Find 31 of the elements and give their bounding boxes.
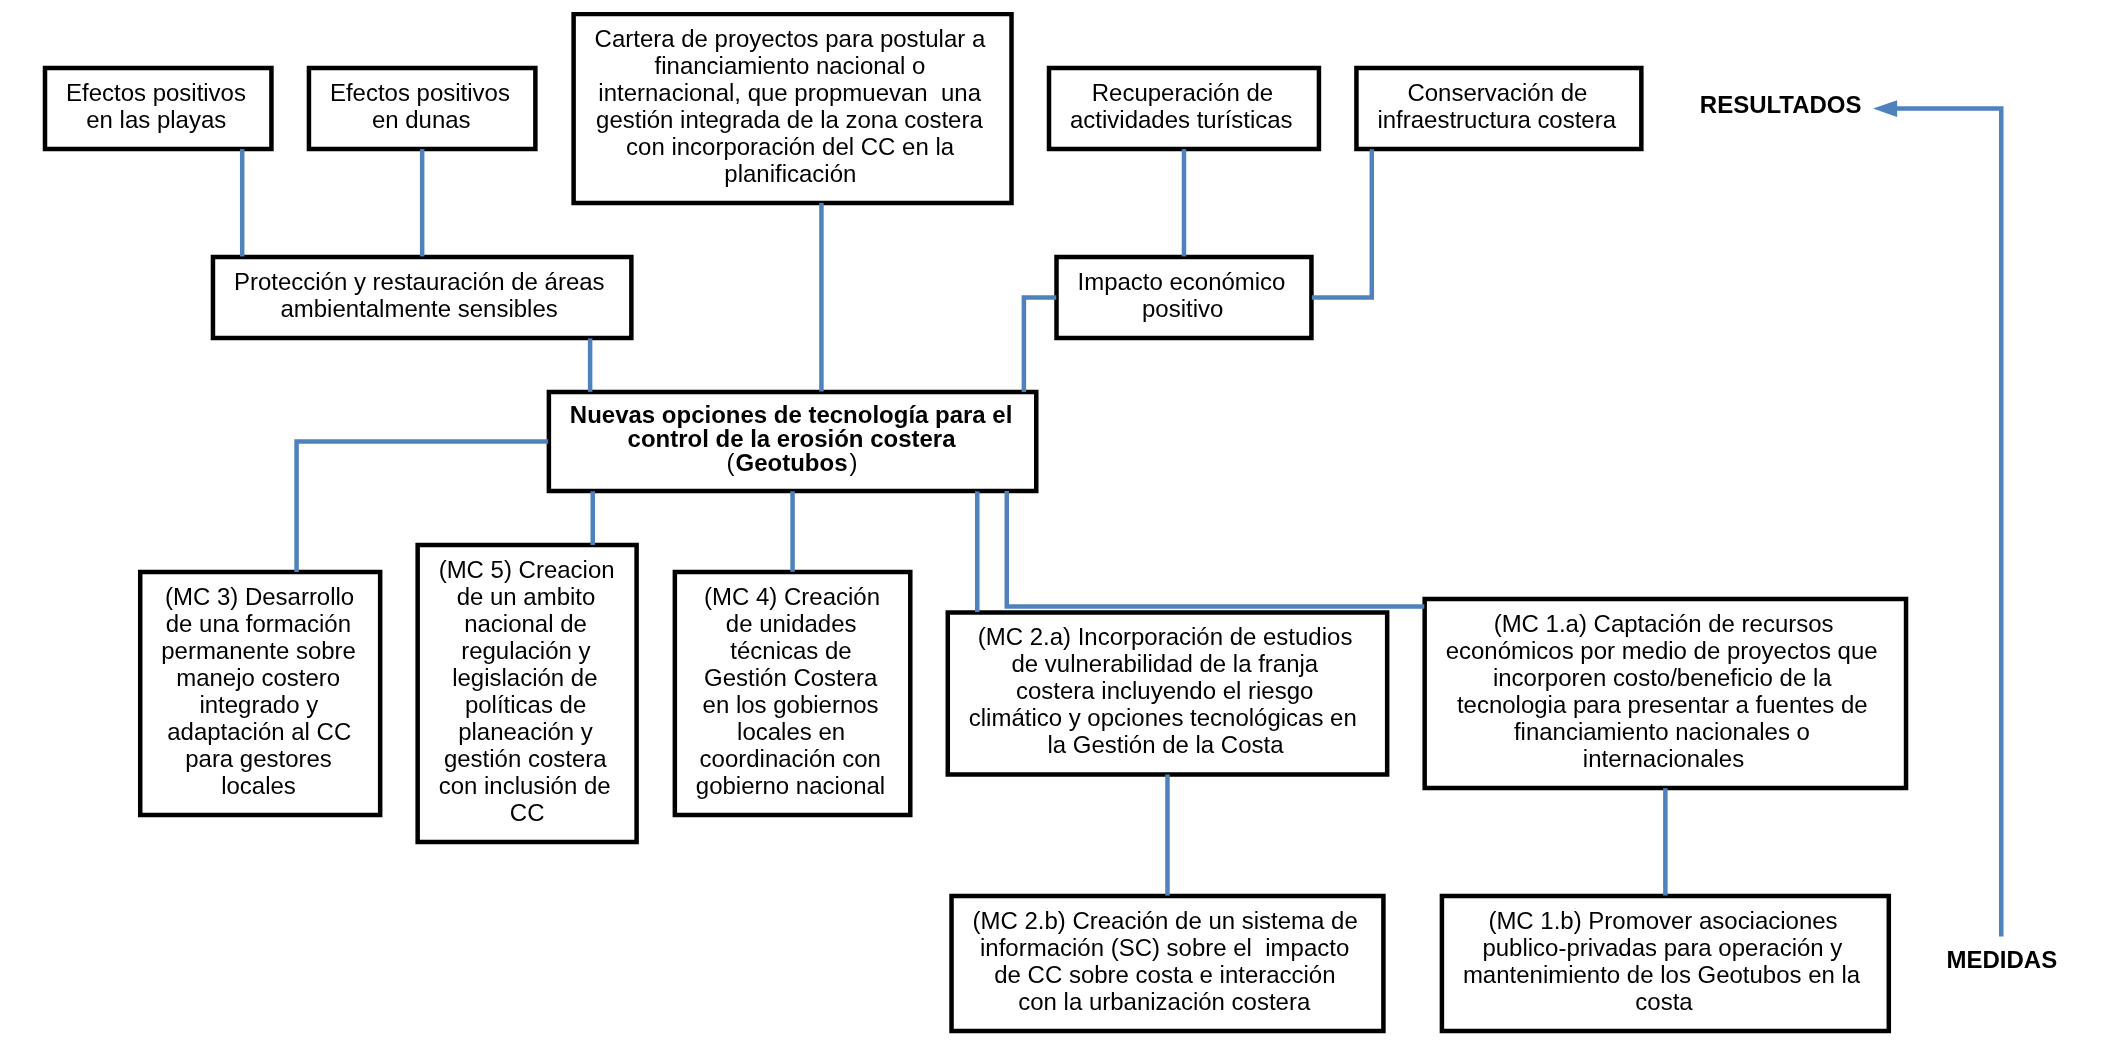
- connector: [974, 491, 980, 613]
- node-box: Efectos positivos en dunas: [306, 65, 538, 152]
- connector: [587, 338, 592, 392]
- node-box: Recuperación de actividades turísticas: [1046, 65, 1321, 152]
- node-text: MEDIDAS: [1946, 945, 2057, 973]
- node-text: RESULTADOS: [1699, 90, 1862, 118]
- node-box: Protección y restauración de áreas ambientalmente sensibles: [210, 254, 634, 341]
- node-box: Cartera de proyectos para postular a financiamiento nacional o internacional, que propmuevan una gestión integrada de la zona costera con incorporación del CC en la planificación: [570, 11, 1014, 206]
- node-box: (MC 1.b) Promover asociaciones publico-privadas para operación y mantenimiento de los Geotubos en la costa: [1439, 893, 1891, 1034]
- arrow: [1872, 100, 2003, 937]
- node-box: (MC 2.b) Creación de un sistema de información (SC) sobre el impacto de CC sobre costa e interacción con la urbanización costera: [948, 893, 1386, 1034]
- connector: [239, 149, 244, 257]
- node-box: Conservación de infraestructura costera: [1353, 65, 1644, 152]
- node-box: Impacto económico positivo: [1053, 254, 1314, 341]
- connector: [293, 439, 548, 572]
- connector: [789, 491, 795, 572]
- node-box: Nuevas opciones de tecnología para el control de la erosión costera (Geotubos): [546, 389, 1038, 494]
- connector: [1311, 149, 1374, 300]
- connector: [590, 491, 595, 545]
- connector: [818, 203, 824, 392]
- node-box: (MC 1.a) Captación de recursos económicos por medio de proyectos que incorporen costo/beneficio de la tecnologia para presentar a fuentes de financiamiento nacionales o internacionales: [1421, 596, 1908, 791]
- connector: [1164, 774, 1170, 896]
- node-box: (MC 2.a) Incorporación de estudios de vulnerabilidad de la franja costera incluyendo el riesgo climático y opciones tecnológicas en la Gestión de la Costa: [945, 610, 1389, 777]
- node-box: (MC 3) Desarrollo de una formación permanente sobre manejo costero integrado y adaptación al CC para gestores locales: [137, 569, 382, 818]
- connector: [1662, 788, 1668, 896]
- connector: [419, 149, 424, 257]
- connector: [1004, 491, 1424, 609]
- node-box: (MC 5) Creacion de un ambito nacional de regulación y legislación de políticas de planeación y gestión costera con inclusión de CC: [414, 542, 639, 845]
- node-box: (MC 4) Creación de unidades técnicas de Gestión Costera en los gobiernos locales en coordinación con gobierno nacional: [672, 569, 913, 818]
- node-box: Efectos positivos en las playas: [42, 65, 274, 152]
- connector: [1181, 149, 1186, 257]
